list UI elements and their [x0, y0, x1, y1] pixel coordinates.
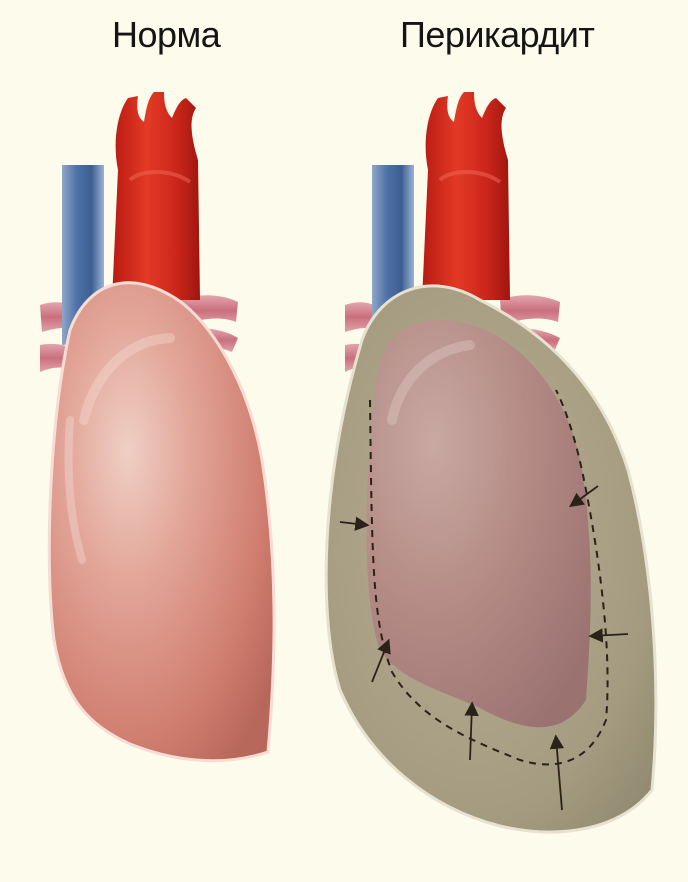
aorta-pericarditis: [422, 92, 510, 300]
heart-normal: [49, 283, 274, 761]
normal-heart: [40, 92, 274, 761]
pericarditis-heart: [326, 92, 656, 832]
aorta-normal: [112, 92, 200, 300]
